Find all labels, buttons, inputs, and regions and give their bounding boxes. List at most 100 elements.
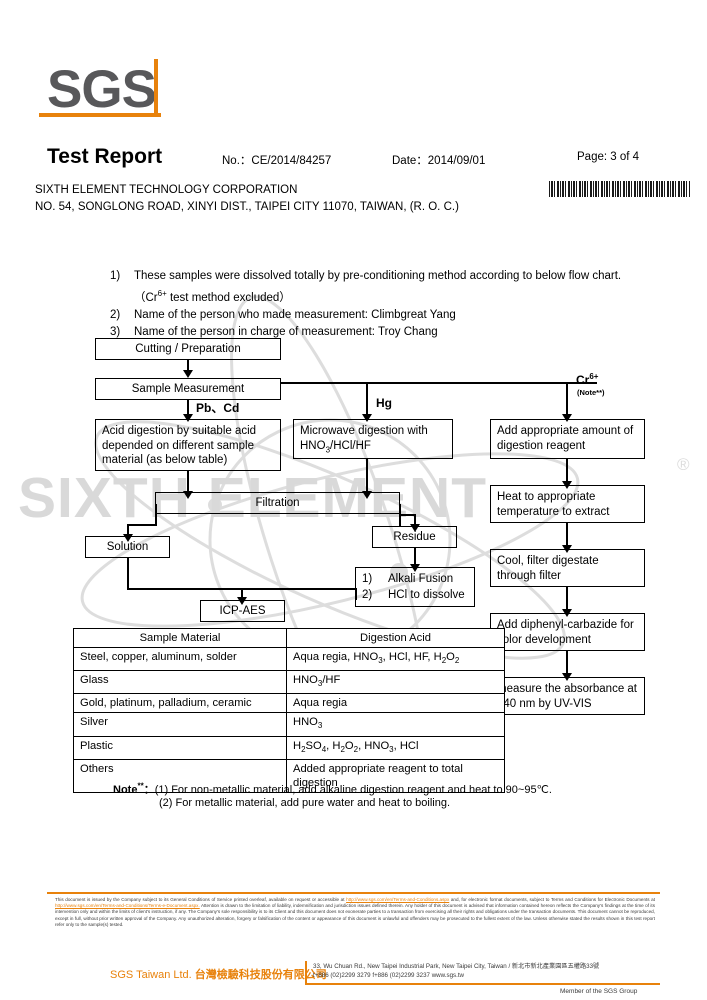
flow-box-add-reagent: Add appropriate amount of digestion reag… xyxy=(490,419,645,459)
connector-filtration-right-across xyxy=(399,514,415,516)
table-header-material: Sample Material xyxy=(73,628,287,648)
residue-step-1: 1) Alkali Fusion xyxy=(362,571,468,587)
footer-divider-top xyxy=(47,892,660,894)
footer-address-line-2: t+886 (02)2299 3279 f+886 (02)2299 3237 … xyxy=(313,971,465,979)
branch-cr-note-ref: (Note**) xyxy=(577,388,605,397)
logo-bar-vertical xyxy=(154,59,158,115)
barcode-image xyxy=(549,181,690,197)
connector-bus-horizontal xyxy=(281,382,597,384)
residue-steps-list: 1) Alkali Fusion 2) HCl to dissolve xyxy=(356,568,474,606)
microwave-line-1: Microwave digestion with xyxy=(300,425,428,437)
residue-step-1-text: Alkali Fusion xyxy=(388,573,454,585)
flow-box-acid-digestion: Acid digestion by suitable acid depended… xyxy=(95,419,281,471)
table-cell-acid: Aqua regia, HNO3, HCl, HF, H2O2 xyxy=(286,646,505,672)
branch-cr-text: Cr xyxy=(576,373,590,387)
connector-steps-down xyxy=(355,588,357,600)
flow-box-filtration: Filtration xyxy=(155,492,400,514)
note-2-text: Name of the person who made measurement:… xyxy=(134,308,456,321)
connector-carbazide-to-measure xyxy=(566,651,568,675)
table-cell-acid: HNO3/HF xyxy=(286,670,505,695)
footer-member-text: Member of the SGS Group xyxy=(560,988,638,995)
note-line-2: (2) For metallic material, add pure wate… xyxy=(159,797,451,809)
report-number: No.：CE/2014/84257 xyxy=(222,155,332,167)
note-1-number: 1) xyxy=(110,270,121,282)
note-text-1: (1) For non-metallic material, add alkal… xyxy=(154,784,552,796)
branch-label-cr: Cr6+ xyxy=(576,372,598,387)
flow-box-add-carbazide: Add diphenyl-carbazide for color develop… xyxy=(490,613,645,651)
note-item-3: 3) Name of the person in charge of measu… xyxy=(110,325,630,340)
table-cell-acid: HNO3 xyxy=(286,712,505,737)
residue-step-2: 2) HCl to dissolve xyxy=(362,587,468,603)
connector-filtration-left-down xyxy=(155,504,157,526)
footer-address: 33, Wu Chuan Rd., New Taipei Industrial … xyxy=(313,963,599,980)
flow-box-sample-measurement: Sample Measurement xyxy=(95,378,281,400)
note-label: Note xyxy=(113,784,138,796)
connector-sample-to-acid xyxy=(187,400,189,416)
digestion-note: Note**：(1) For non-metallic material, ad… xyxy=(113,781,552,809)
table-header-acid: Digestion Acid xyxy=(286,628,505,648)
sgs-logo: SGS xyxy=(39,59,161,119)
table-header-row: Sample Material Digestion Acid xyxy=(73,628,505,648)
connector-filtration-left-across xyxy=(127,524,156,526)
flow-box-measure-absorbance: measure the absorbance at 540 nm by UV-V… xyxy=(490,677,645,715)
flow-box-cutting-preparation: Cutting / Preparation xyxy=(95,338,281,360)
arrow-bus-to-cr xyxy=(562,414,572,422)
note-1-sub-post: test method excluded） xyxy=(166,291,291,304)
flow-box-microwave-digestion: Microwave digestion with HNO3/HCl/HF xyxy=(293,419,453,459)
microwave-hno3-pre: HNO xyxy=(300,439,326,452)
preconditioning-notes: 1) These samples were dissolved totally … xyxy=(110,269,630,342)
flow-box-residue-steps: 1) Alkali Fusion 2) HCl to dissolve xyxy=(355,567,475,607)
table-cell-material: Silver xyxy=(73,712,287,737)
client-company-name: SIXTH ELEMENT TECHNOLOGY CORPORATION xyxy=(35,184,298,196)
footer-divider-bottom xyxy=(305,983,660,985)
note-item-2: 2) Name of the person who made measureme… xyxy=(110,308,630,323)
residue-step-2-number: 2) xyxy=(362,589,373,601)
client-company-address: NO. 54, SONGLONG ROAD, XINYI DIST., TAIP… xyxy=(35,201,459,213)
microwave-hno3-post: /HCl/HF xyxy=(330,439,371,452)
note-1-sub-pre: （Cr xyxy=(134,291,158,304)
note-3-text: Name of the person in charge of measurem… xyxy=(134,325,438,338)
footer-divider-vertical xyxy=(305,961,307,983)
digestion-acid-table: Sample Material Digestion Acid Steel, co… xyxy=(73,628,505,793)
note-1-text: These samples were dissolved totally by … xyxy=(134,270,622,282)
sgs-logo-text: SGS xyxy=(47,60,157,119)
residue-step-1-number: 1) xyxy=(362,573,373,585)
connector-bus-to-cr xyxy=(566,383,568,416)
branch-label-hg: Hg xyxy=(376,396,392,410)
note-3-number: 3) xyxy=(110,325,121,338)
note-colon: ： xyxy=(143,784,155,796)
table-cell-material: Steel, copper, aluminum, solder xyxy=(73,646,287,672)
terms-link[interactable]: http://www.sgs.com/en/Terms-and-Conditio… xyxy=(55,903,200,909)
flow-box-residue: Residue xyxy=(372,526,457,548)
residue-step-2-text: HCl to dissolve xyxy=(388,589,465,601)
branch-label-pb-cd: Pb、Cd xyxy=(196,401,240,415)
connector-solution-down xyxy=(127,558,129,590)
footer-terms: This document is issued by the Company s… xyxy=(55,897,655,927)
table-cell-material: Plastic xyxy=(73,735,287,760)
table-cell-material: Gold, platinum, palladium, ceramic xyxy=(73,693,287,714)
page-title: Test Report xyxy=(47,145,163,168)
logo-bar-horizontal xyxy=(39,113,161,117)
table-cell-acid: H2SO4, H2O2, HNO3, HCl xyxy=(286,735,505,760)
note-line-1: Note**：(1) For non-metallic material, ad… xyxy=(113,781,552,797)
arrow-cutting-to-sample xyxy=(183,370,193,378)
connector-heat-to-cool xyxy=(566,523,568,547)
footer-sgs-name: SGS Taiwan Ltd. xyxy=(110,969,192,981)
note-item-1: 1) These samples were dissolved totally … xyxy=(110,269,630,284)
table-cell-material: Glass xyxy=(73,670,287,695)
flow-box-cool-filter: Cool, filter digestate through filter xyxy=(490,549,645,587)
footer-sgs-name-cn: 台灣檢驗科技股份有限公司 xyxy=(194,969,327,981)
arrow-sample-to-acid xyxy=(183,414,193,422)
terms-link[interactable]: http://www.sgs.com/en/Terms-and-Conditio… xyxy=(346,897,450,902)
note-label-superscript: ** xyxy=(137,781,144,791)
cr-superscript: 6+ xyxy=(157,289,167,298)
connector-bus-to-hg xyxy=(366,383,368,416)
flow-box-solution: Solution xyxy=(85,536,170,558)
